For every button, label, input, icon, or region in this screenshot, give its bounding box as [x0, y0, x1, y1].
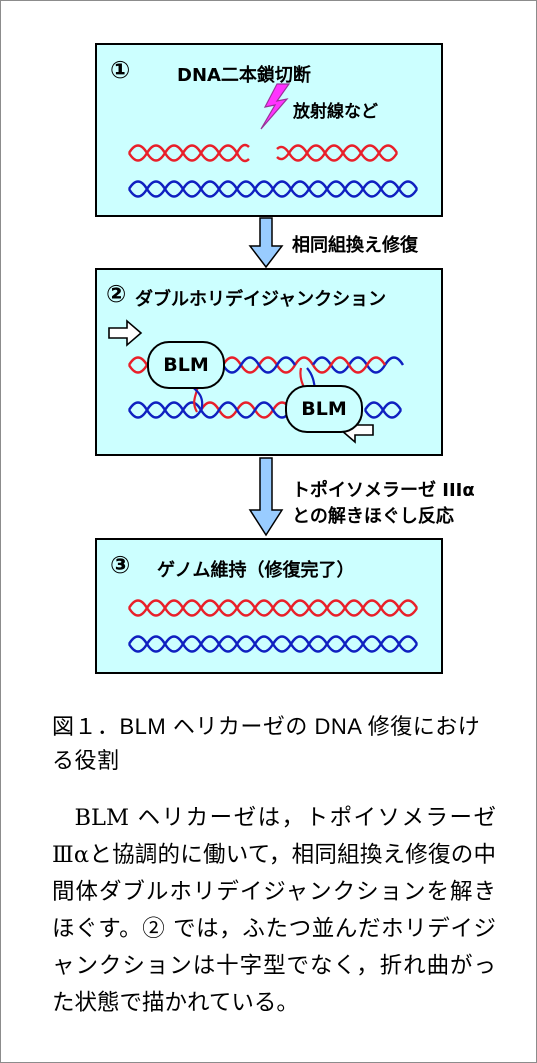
figure-caption: 図１．BLM ヘリカーゼの DNA 修復における役割	[52, 714, 481, 773]
step2-title: ダブルホリデイジャンクション	[135, 289, 387, 310]
step3-box: ③ ゲノム維持（修復完了）	[95, 538, 443, 674]
step1-box: ① DNA二本鎖切断 放射線など	[95, 43, 443, 217]
arrow1-label: 相同組換え修復	[292, 235, 418, 256]
lightning-icon	[260, 83, 291, 130]
right-arrow-icon	[108, 319, 143, 347]
red-strand-right-2	[276, 144, 399, 162]
down-arrow-2	[248, 457, 284, 537]
cause-label: 放射線など	[293, 102, 378, 122]
blm-enzyme-bottom: BLM	[285, 385, 363, 433]
step3-title: ゲノム維持（修復完了）	[157, 560, 355, 581]
red-strand-left	[127, 143, 250, 162]
step2-box: ② ダブルホリデイジャンクション BLM BLM	[95, 268, 443, 456]
body-paragraph: BLM ヘリカーゼは，トポイソメラーゼⅢαと協調的に働いて，相同組換え修復の中間…	[52, 805, 496, 1016]
step2-number: ②	[106, 280, 127, 308]
red-strand-left-2	[127, 144, 250, 163]
arrow2-label-line1: トポイソメラーゼ IIIα	[292, 480, 475, 501]
down-arrow-1	[248, 217, 284, 269]
arrow2-label-line2: との解きほぐし反応	[292, 506, 454, 527]
blm-enzyme-top: BLM	[147, 341, 225, 389]
repaired-dna	[127, 599, 419, 653]
broken-dna	[127, 143, 419, 198]
red-strand-right	[276, 144, 399, 162]
step1-number: ①	[110, 56, 131, 84]
step3-number: ③	[110, 551, 131, 579]
step1-title: DNA二本鎖切断	[177, 65, 311, 86]
blue-strand-2	[127, 180, 419, 198]
